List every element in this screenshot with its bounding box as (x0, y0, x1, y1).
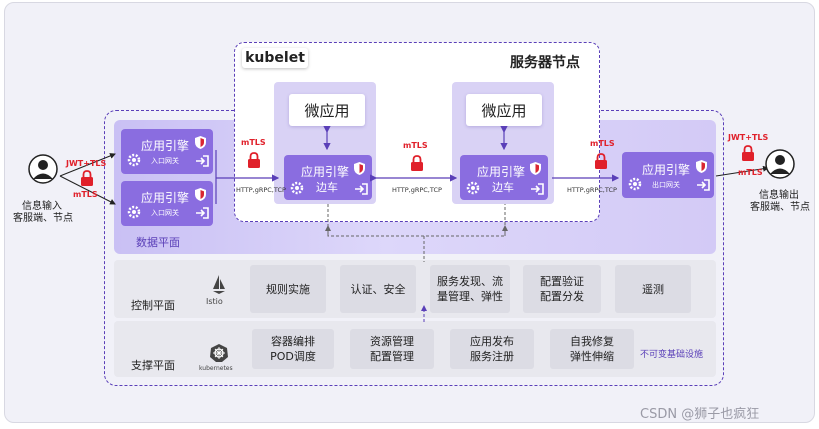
shield-icon (195, 136, 206, 149)
shield-icon (354, 162, 365, 175)
server-node-title: 服务器节点 (510, 55, 580, 71)
control-item-auth: 认证、安全 (340, 265, 416, 313)
enter-icon (196, 207, 209, 219)
lock-icon (742, 145, 754, 161)
control-plane-label: 控制平面 (131, 299, 175, 312)
enter-icon (196, 155, 209, 167)
gear-icon (290, 181, 304, 195)
lock-icon (81, 170, 93, 186)
support-item-text: 容器编排 (270, 335, 315, 348)
support-item-selfheal: 自我修复弹性伸缩 (550, 329, 634, 369)
sidecar-engine-2: 应用引擎 边车 (460, 155, 548, 200)
shield-icon (195, 188, 206, 201)
ingress-gateway-2: 应用引擎 入口网关 (121, 181, 213, 226)
input-label-2: 客服端、节点 (13, 213, 73, 224)
data-plane-label: 数据平面 (136, 236, 180, 249)
enter-icon (355, 183, 368, 195)
lock-icon (248, 152, 260, 168)
control-item-discovery: 服务发现、流量管理、弹性 (430, 265, 510, 313)
lock-icon (595, 153, 607, 169)
shield-icon (696, 160, 707, 173)
control-item-rules: 规则实施 (250, 265, 326, 313)
protocol-label-2: HTTP,gRPC,TCP (392, 186, 442, 194)
gear-icon (628, 177, 642, 191)
protocol-label-1: HTTP,gRPC,TCP (236, 186, 286, 194)
mtls-label-output: mTLS (738, 168, 763, 177)
control-item-text: 规则实施 (266, 282, 310, 296)
shield-icon (530, 162, 541, 175)
support-item-text: 应用发布 (470, 335, 514, 348)
egress-gateway: 应用引擎 出口网关 (622, 152, 714, 198)
egress-sub-label: 出口网关 (652, 181, 680, 189)
control-item-text: 配置验证 (540, 275, 584, 288)
egress-engine-label: 应用引擎 (642, 163, 691, 177)
ingress-sub-label: 入口网关 (151, 209, 179, 217)
gear-icon (127, 205, 141, 219)
output-label-1: 信息输出 (759, 190, 799, 201)
sidecar-label: 边车 (492, 181, 514, 194)
istio-logo-icon (213, 275, 225, 294)
watermark: CSDN @狮子也疯狂 (640, 407, 760, 422)
user-output-icon (765, 149, 795, 179)
support-item-text: 弹性伸缩 (570, 350, 614, 363)
control-item-text: 服务发现、流 (437, 275, 503, 288)
ingress-gateway-1: 应用引擎 入口网关 (121, 129, 213, 174)
input-label-1: 信息输入 (22, 201, 62, 212)
enter-icon (697, 179, 710, 191)
istio-logo-text: Istio (206, 297, 223, 306)
mtls-label-3: mTLS (590, 139, 615, 148)
sidecar-engine-label: 应用引擎 (301, 165, 350, 179)
support-item-orchestration: 容器编排 POD调度 (252, 329, 334, 369)
support-item-text: 服务注册 (470, 350, 514, 363)
gear-icon (127, 153, 141, 167)
protocol-label-3: HTTP,gRPC,TCP (567, 186, 617, 194)
support-item-text: 自我修复 (570, 335, 614, 348)
ingress-sub-label: 入口网关 (151, 157, 179, 165)
sidecar-engine-1: 应用引擎 边车 (284, 155, 372, 200)
jwt-tls-label-input: JWT+TLS (66, 159, 107, 168)
control-item-config: 配置验证配置分发 (523, 265, 601, 313)
mtls-label-input: mTLS (73, 190, 98, 199)
mtls-label-2: mTLS (403, 141, 428, 150)
control-item-telemetry: 遥测 (615, 265, 691, 313)
support-item-text: 配置管理 (370, 350, 414, 363)
support-item-resources: 资源管理配置管理 (350, 329, 434, 369)
support-item-text: POD调度 (270, 350, 316, 363)
sidecar-engine-label: 应用引擎 (477, 165, 526, 179)
microapp-1: 微应用 (289, 94, 365, 126)
ingress-engine-label: 应用引擎 (141, 139, 190, 153)
enter-icon (531, 183, 544, 195)
kubernetes-logo-text: kubernetes (199, 365, 233, 372)
control-item-text: 认证、安全 (350, 282, 406, 296)
lock-icon (411, 155, 423, 171)
microapp-2: 微应用 (466, 94, 542, 126)
control-item-text: 遥测 (642, 282, 664, 296)
support-plane-label: 支撑平面 (131, 359, 175, 372)
sidecar-label: 边车 (316, 181, 338, 194)
jwt-tls-label-output: JWT+TLS (728, 133, 769, 142)
control-item-text: 量管理、弹性 (437, 290, 503, 303)
control-item-text: 配置分发 (540, 290, 584, 303)
support-item-release: 应用发布服务注册 (450, 329, 534, 369)
output-label-2: 客服端、节点 (750, 202, 810, 213)
immutable-infra-note: 不可变基础设施 (640, 350, 704, 360)
kubernetes-logo-icon (210, 344, 228, 362)
support-item-text: 资源管理 (370, 335, 414, 348)
kubelet-label: kubelet (242, 48, 308, 68)
mtls-label-1: mTLS (241, 138, 266, 147)
user-input-icon (28, 154, 58, 184)
gear-icon (466, 181, 480, 195)
ingress-engine-label: 应用引擎 (141, 191, 190, 205)
